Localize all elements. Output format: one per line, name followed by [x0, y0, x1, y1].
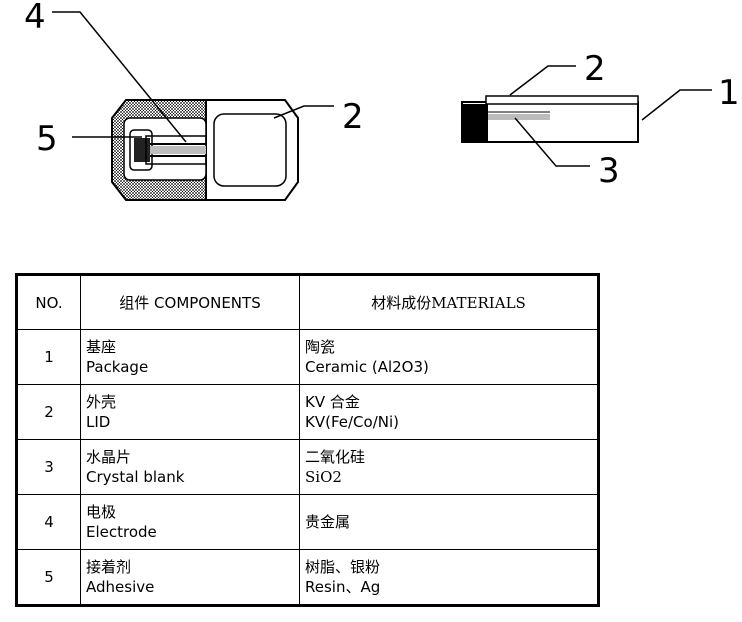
row-number: 3	[16, 439, 81, 495]
row-number: 1	[16, 329, 81, 385]
material-cell: 陶瓷 Ceramic (Al2O3)	[299, 329, 599, 385]
component-cell: 接着剂 Adhesive	[80, 549, 300, 606]
component-cell: 水晶片 Crystal blank	[80, 439, 300, 495]
material-cell: 贵金属	[299, 494, 599, 550]
material-line-2: Resin、Ag	[305, 578, 381, 596]
component-name-en: Package	[86, 358, 149, 376]
material-line-2: SiO2	[305, 468, 342, 486]
material-line-1: 树脂、银粉	[305, 558, 381, 576]
header-components: 组件 COMPONENTS	[80, 274, 300, 330]
component-cell: 基座 Package	[80, 329, 300, 385]
material-line-1: KV 合金	[305, 393, 360, 411]
table-row: 2 外壳 LID KV 合金 KV(Fe/Co/Ni)	[16, 384, 599, 440]
callout-1: 1	[718, 73, 740, 113]
material-line-1: 二氧化硅	[305, 448, 366, 466]
component-cell: 外壳 LID	[80, 384, 300, 440]
material-line-1: 贵金属	[305, 513, 351, 531]
callout-2-left: 2	[342, 97, 364, 137]
table-row: 1 基座 Package 陶瓷 Ceramic (Al2O3)	[16, 329, 599, 385]
row-number: 5	[16, 549, 81, 606]
component-name-zh: 电极	[86, 503, 117, 521]
component-name-zh: 外壳	[86, 393, 117, 411]
top-view-drawing	[52, 11, 334, 201]
table-row: 3 水晶片 Crystal blank 二氧化硅 SiO2	[16, 439, 599, 495]
callout-3: 3	[598, 151, 620, 191]
component-cell: 电极 Electrode	[80, 494, 300, 550]
table-row: 4 电极 Electrode 贵金属	[16, 494, 599, 550]
side-view-drawing	[461, 65, 712, 167]
component-name-en: Adhesive	[86, 578, 155, 596]
callout-5: 5	[36, 119, 58, 159]
table-header-row: NO. 组件 COMPONENTS 材料成份MATERIALS	[16, 274, 599, 330]
component-diagram: 4 5 2 2 1 3	[24, 0, 740, 201]
row-number: 2	[16, 384, 81, 440]
callout-2-right: 2	[584, 49, 606, 89]
callout-4: 4	[24, 0, 46, 37]
header-materials: 材料成份MATERIALS	[299, 274, 599, 330]
material-cell: KV 合金 KV(Fe/Co/Ni)	[299, 384, 599, 440]
material-cell: 树脂、银粉 Resin、Ag	[299, 549, 599, 606]
material-line-2: KV(Fe/Co/Ni)	[305, 413, 399, 431]
component-name-en: LID	[86, 413, 111, 431]
component-name-zh: 水晶片	[86, 448, 132, 466]
component-name-en: Crystal blank	[86, 468, 185, 486]
row-number: 4	[16, 494, 81, 550]
material-line-2: Ceramic (Al2O3)	[305, 358, 429, 376]
component-name-zh: 接着剂	[86, 558, 132, 576]
table-row: 5 接着剂 Adhesive 树脂、银粉 Resin、Ag	[16, 549, 599, 606]
components-table: NO. 组件 COMPONENTS 材料成份MATERIALS 1 基座 Pack…	[15, 273, 600, 607]
component-name-zh: 基座	[86, 338, 117, 356]
header-no: NO.	[16, 274, 81, 330]
material-line-1: 陶瓷	[305, 338, 336, 356]
component-name-en: Electrode	[86, 523, 157, 541]
material-cell: 二氧化硅 SiO2	[299, 439, 599, 495]
